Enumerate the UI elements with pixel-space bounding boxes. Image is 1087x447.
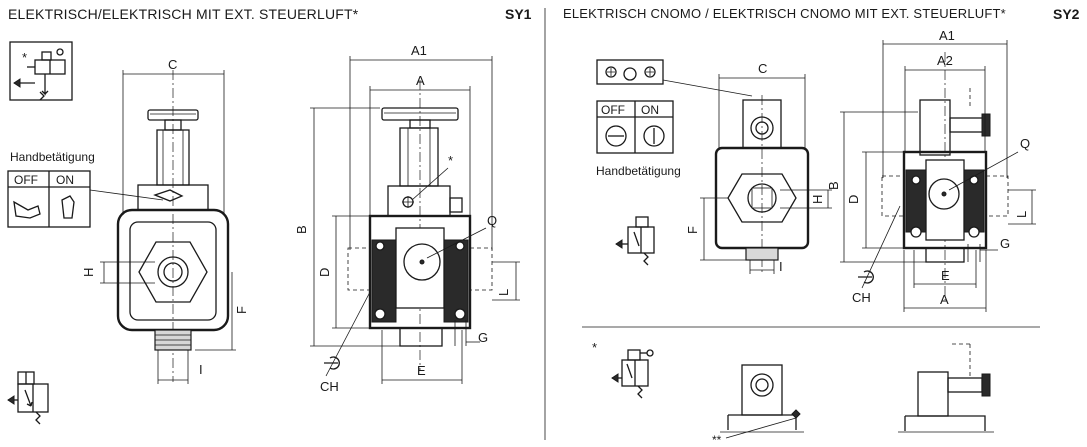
dim-label-G-right: G: [1000, 236, 1010, 251]
dim-label-CH-left: CH: [320, 379, 339, 394]
dim-label-D-left: D: [317, 268, 332, 277]
dim-label-E-left: E: [417, 363, 426, 378]
dim-label-I-left: I: [199, 362, 203, 377]
dim-label-Q-left: Q: [487, 213, 497, 228]
manual-override-table-left: [7, 170, 164, 228]
dim-label-C-right: C: [758, 61, 767, 76]
dim-G-left: [454, 320, 480, 346]
on-label-left: ON: [56, 173, 74, 187]
ext-air-asterisk: *: [22, 50, 27, 65]
right-panel-title: ELEKTRISCH CNOMO / ELEKTRISCH CNOMO MIT …: [563, 6, 1006, 21]
wrench-icon-left: [324, 291, 371, 377]
double-asterisk-note: **: [712, 433, 722, 447]
dim-label-L-right: L: [1014, 211, 1029, 218]
dim-label-A1-left: A1: [411, 43, 427, 58]
leader-Q-left: [426, 227, 487, 259]
solenoid-front-view: [116, 70, 230, 382]
dim-label-H-left: H: [81, 268, 96, 277]
off-label-right: OFF: [601, 103, 625, 117]
dim-label-D-right: D: [846, 195, 861, 204]
dim-H-right: [780, 189, 832, 209]
dim-C-left: [122, 70, 225, 215]
manual-override-label-right: Handbetätigung: [596, 164, 681, 178]
dim-E-right: [913, 250, 977, 288]
dim-D-left: [332, 215, 370, 329]
dim-C-right: [718, 74, 806, 150]
dim-A1-right: [882, 40, 1008, 178]
dim-L-right: [1008, 189, 1036, 225]
manual-override-label-left: Handbetätigung: [10, 150, 95, 164]
dim-I-left: [157, 350, 189, 384]
dim-label-E-right: E: [941, 268, 950, 283]
dim-label-C-left: C: [168, 57, 177, 72]
leader-Q-right: [948, 151, 1019, 191]
dim-label-I-right: I: [779, 259, 783, 274]
dim-label-G-left: G: [478, 330, 488, 345]
dim-B-left: [310, 107, 400, 347]
left-panel-title: ELEKTRISCH/ELEKTRISCH MIT EXT. STEUERLUF…: [8, 6, 359, 22]
dim-label-star-left: *: [448, 153, 453, 168]
dim-B-right: [840, 111, 926, 263]
dim-label-B-left: B: [294, 225, 309, 234]
dim-L-left: [492, 261, 520, 301]
dim-label-L-left: L: [496, 289, 511, 296]
dim-F-right: [700, 197, 746, 261]
dim-label-F-left: F: [234, 306, 249, 314]
dim-label-CH-right: CH: [852, 290, 871, 305]
off-label-left: OFF: [14, 173, 38, 187]
dim-D-right: [862, 151, 904, 249]
cnomo-front-view: [714, 95, 810, 275]
left-panel-code: SY1: [505, 6, 532, 22]
dim-A1-left: [349, 56, 493, 250]
pneumatic-symbol-bottom-left: [7, 371, 49, 425]
cnomo-side-view: [881, 52, 1009, 300]
pneumatic-symbol-ext-air-right: [611, 349, 654, 399]
dim-F-left: [195, 272, 236, 351]
solenoid-side-view: [347, 80, 493, 370]
pneumatic-symbol-right: [615, 216, 655, 266]
cnomo-ext-air-front: [720, 364, 804, 439]
cnomo-ext-air-side: [898, 343, 994, 433]
dim-A-right: [903, 250, 987, 312]
on-label-right: ON: [641, 103, 659, 117]
dim-I-right: [749, 260, 775, 274]
leader-star-left: [411, 167, 449, 201]
wrench-icon-right: [858, 205, 901, 289]
dim-label-A-left: A: [416, 73, 425, 88]
dim-label-A1-right: A1: [939, 28, 955, 43]
dim-label-Q-right: Q: [1020, 136, 1030, 151]
dim-label-H-right: H: [810, 195, 825, 204]
dim-label-A-right: A: [940, 292, 949, 307]
manual-override-table-right: [596, 100, 674, 154]
dim-G-right: [967, 244, 998, 262]
ext-air-asterisk-right: *: [592, 340, 597, 355]
dim-label-B-right: B: [826, 181, 841, 190]
right-panel-code: SY2: [1053, 6, 1080, 22]
pneumatic-symbol-ext-air: [9, 41, 73, 101]
dim-A2-right: [904, 66, 986, 152]
cnomo-connector-detail: [596, 59, 753, 97]
dim-E-left: [381, 330, 463, 384]
dim-label-F-right: F: [685, 226, 700, 234]
dim-label-A2-right: A2: [937, 53, 953, 68]
dim-H-left: [100, 261, 155, 284]
